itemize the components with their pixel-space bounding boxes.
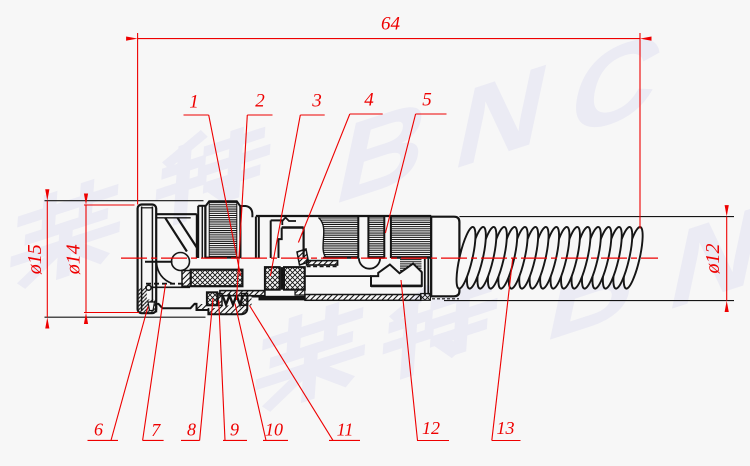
svg-text:4: 4 (364, 90, 374, 111)
svg-text:ø15: ø15 (24, 244, 46, 275)
svg-text:6: 6 (94, 420, 103, 440)
svg-text:11: 11 (337, 420, 354, 440)
svg-text:13: 13 (497, 418, 515, 438)
svg-text:12: 12 (422, 418, 440, 438)
svg-text:7: 7 (151, 420, 161, 440)
svg-text:ø12: ø12 (702, 244, 724, 275)
svg-text:ø14: ø14 (63, 244, 85, 275)
svg-text:3: 3 (311, 91, 322, 112)
svg-text:9: 9 (230, 420, 239, 440)
svg-text:8: 8 (187, 419, 196, 439)
svg-text:10: 10 (265, 420, 283, 440)
svg-text:64: 64 (381, 14, 401, 35)
svg-text:5: 5 (422, 90, 432, 111)
svg-text:1: 1 (189, 92, 199, 113)
svg-text:2: 2 (255, 91, 265, 112)
